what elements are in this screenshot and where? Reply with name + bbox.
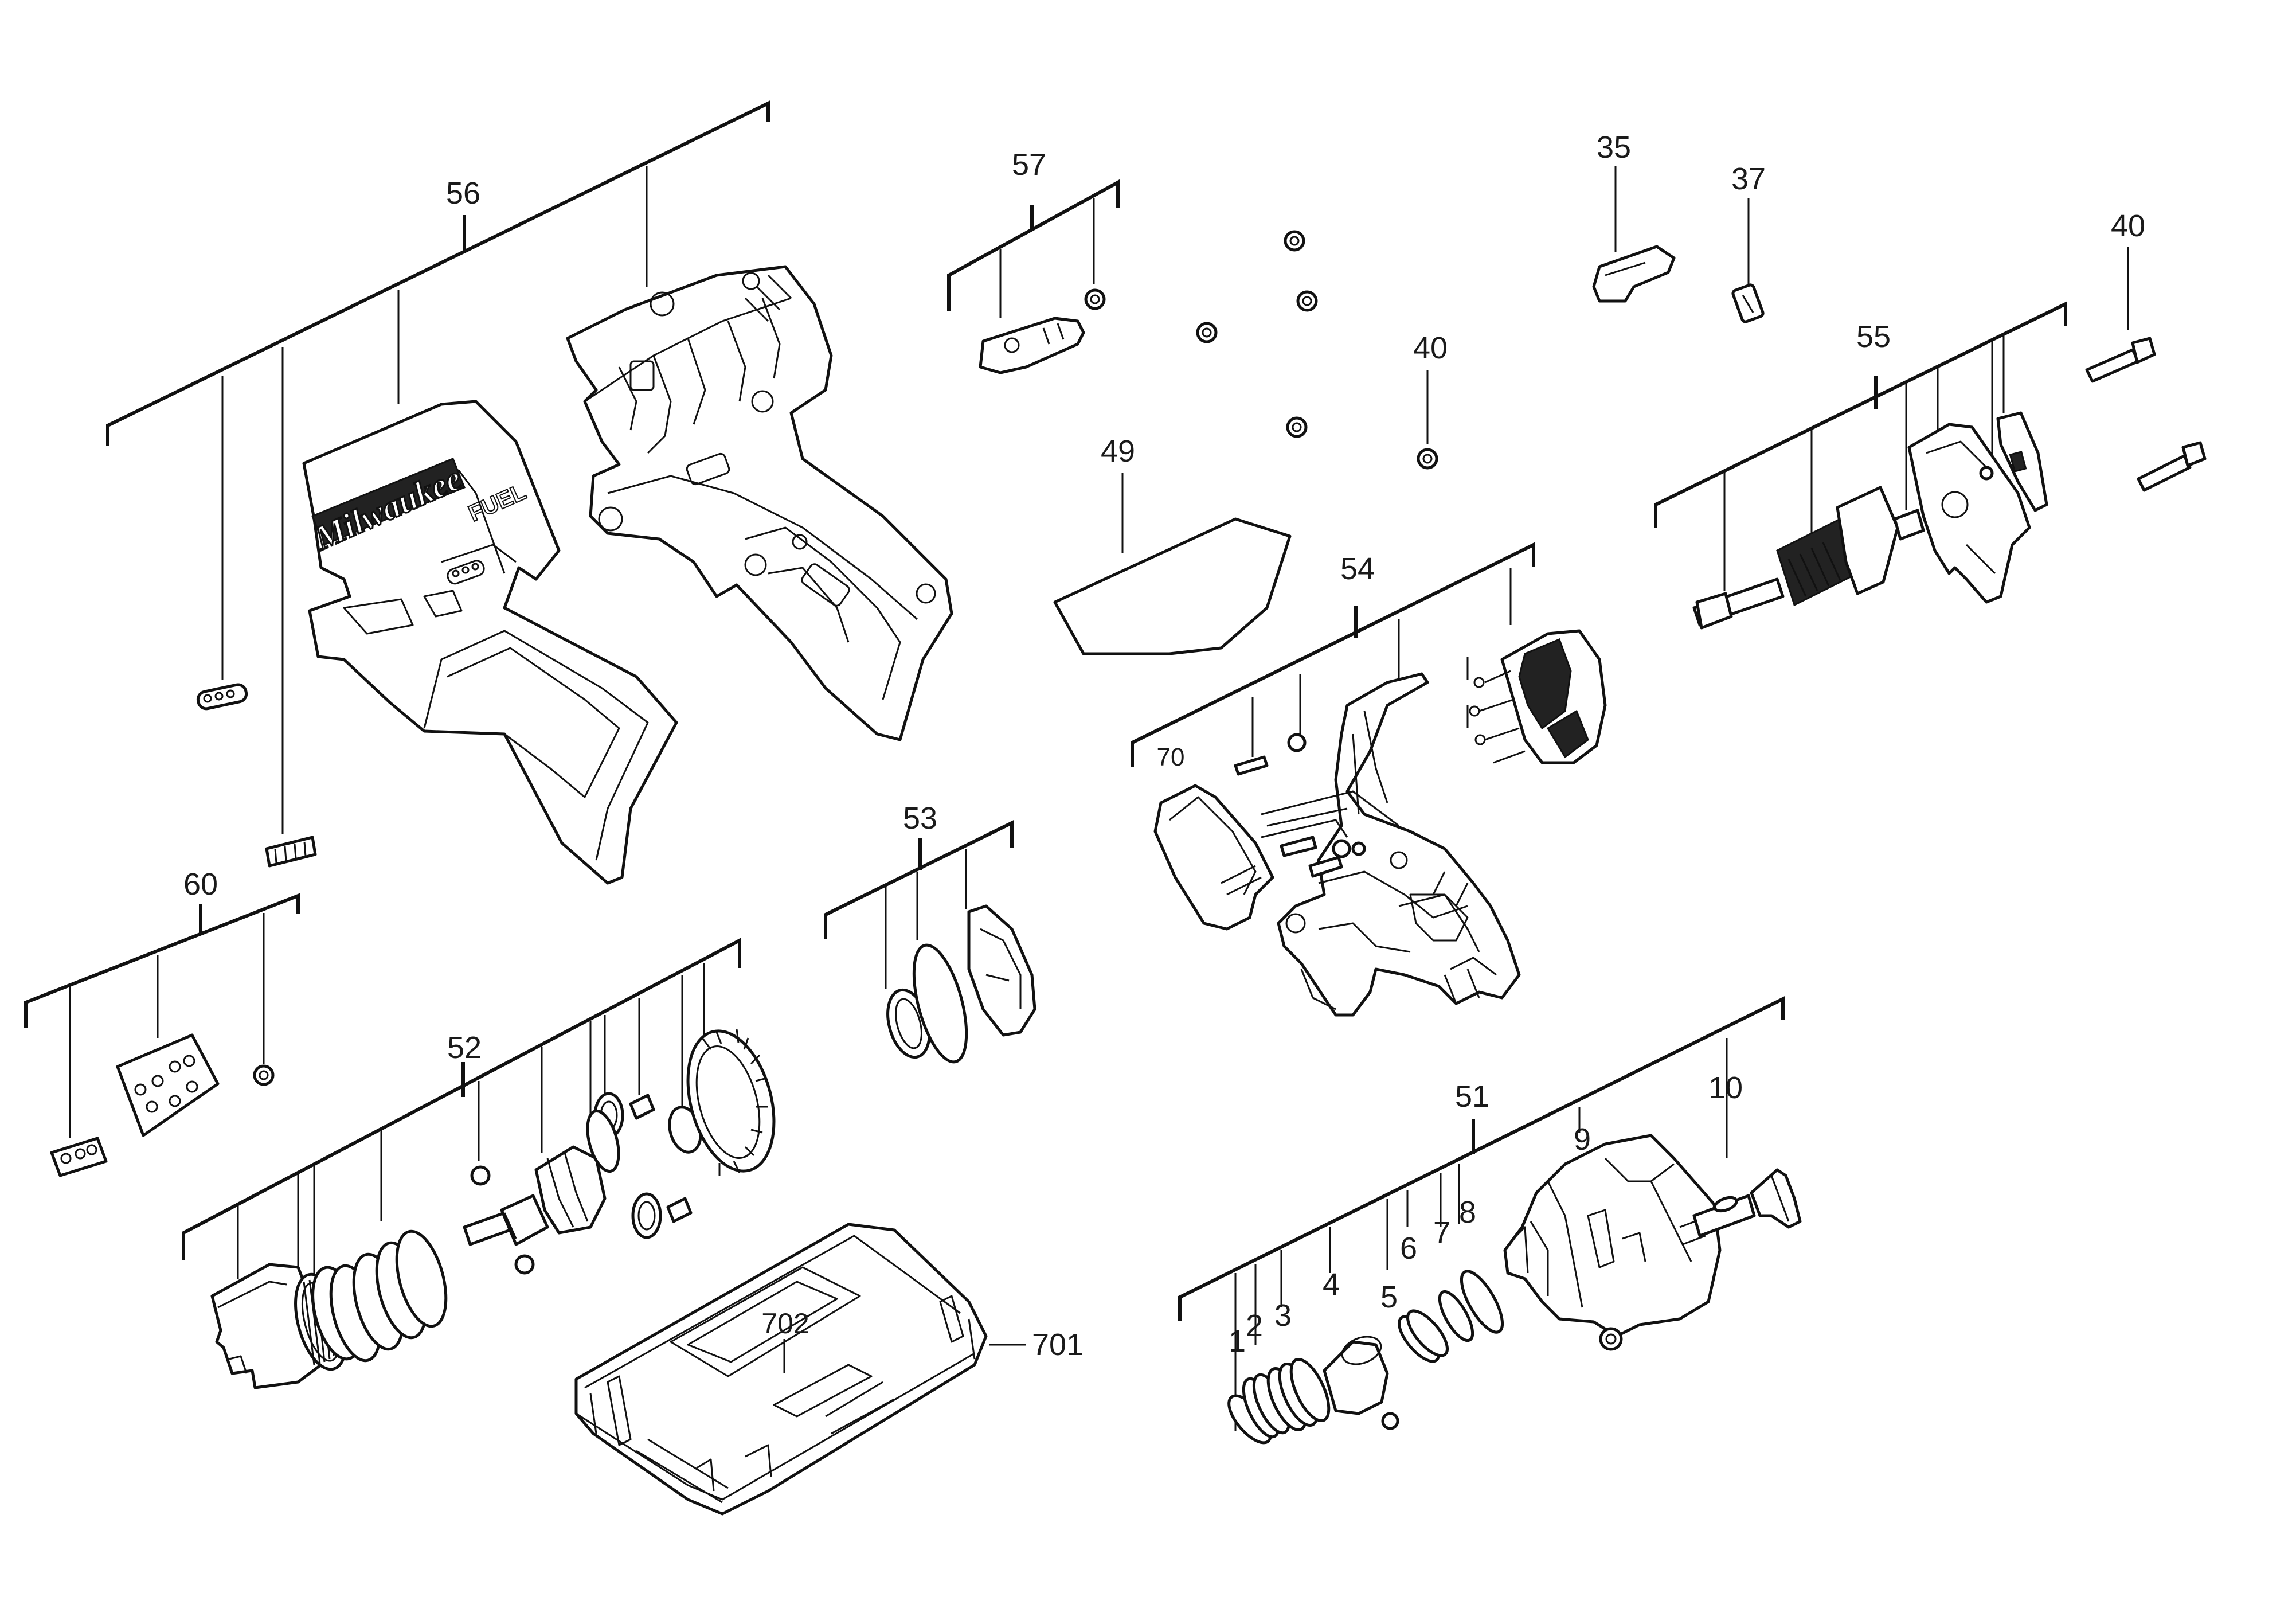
callout-55: 55 [1856,319,1891,354]
bearing-plate-53 [967,904,1036,1037]
spindle [463,1145,607,1246]
motor-frame [1261,672,1521,1017]
rotor-assembly-55: 55 [1654,301,2067,630]
callout-702: 702 [761,1307,809,1340]
end-cap-70: 70 [1153,743,1274,931]
part-6-spring [1398,1309,1449,1363]
pin-52-b [666,1197,693,1223]
callout-2: 2 [1246,1309,1263,1343]
left-housing-half: Milwaukee FUEL [302,400,678,885]
contact-strip-b [265,836,317,868]
main-spring [329,1229,448,1363]
motor-electronics-assembly-54: 70 [1131,542,1607,1017]
rotor-shaft [1692,486,1925,630]
callout-4: 4 [1323,1267,1340,1302]
pad-60-small [50,1137,108,1177]
screws-40-right: 40 [2085,209,2207,492]
carry-case-701: 701 702 [574,1223,1084,1516]
part-9-gear-case [1503,1134,1722,1351]
leader-51 [1178,996,1785,1321]
impact-mechanism-52: 52 [182,938,776,1389]
callout-49: 49 [1101,434,1135,469]
housing-assembly-56: Milwaukee FUEL [106,100,953,885]
loose-screws [1196,230,1318,438]
leader-60 [24,893,300,1028]
callout-56: 56 [446,176,480,210]
callout-1: 1 [1229,1324,1246,1358]
right-housing-half [566,265,953,741]
callout-9: 9 [1574,1122,1591,1157]
callout-57: 57 [1012,147,1046,182]
ring-gear [686,1029,776,1176]
callout-51: 51 [1455,1079,1489,1114]
belt-clip-assembly-57: 57 [947,147,1120,374]
screw-60 [253,1064,275,1086]
pad-60-large [116,1033,220,1137]
contact-strip-a [196,683,248,710]
callout-40-mid: 40 [1413,331,1448,365]
stator [1466,629,1607,764]
part-4-sleeve [1323,1336,1389,1415]
sensor-board [1979,411,2048,512]
ball-52-a [470,1165,491,1186]
part-8-ring [1460,1270,1504,1334]
part-3-spring [1266,1357,1331,1432]
callout-10: 10 [1708,1071,1743,1105]
callout-8: 8 [1459,1195,1476,1229]
end-plate [1907,423,2031,604]
callout-37: 37 [1731,162,1766,196]
part-5-ball [1381,1412,1399,1430]
callout-52: 52 [447,1030,482,1065]
callout-40-right: 40 [2111,209,2145,243]
leader-54 [1131,542,1535,767]
callout-60: 60 [183,867,218,901]
screw-54-a [1234,755,1269,776]
callout-701: 701 [1032,1328,1084,1362]
callout-7: 7 [1433,1216,1450,1250]
ball-52-b [514,1254,535,1275]
part-35: 35 [1592,130,1676,303]
label-plate-49: 49 [1053,434,1292,655]
callout-54: 54 [1340,552,1375,586]
callout-70: 70 [1157,743,1185,771]
part-10-anvil [1692,1168,1802,1237]
callout-6: 6 [1400,1231,1417,1266]
callout-53: 53 [903,801,937,836]
pin-52-a [629,1094,655,1120]
part-group-53: 53 [824,801,1036,1064]
part-7-ring [1438,1290,1474,1342]
o-ring-52 [586,1109,620,1173]
screw-40-mid: 40 [1413,331,1448,470]
nut-54 [1287,733,1307,752]
callout-3: 3 [1274,1298,1292,1333]
planet-gear-b [631,1192,662,1239]
callout-35: 35 [1597,130,1631,165]
part-group-60: 60 [24,867,300,1177]
front-assembly-51: 51 10 9 8 7 6 5 4 3 2 1 [1178,996,1802,1445]
leader-55 [1654,301,2067,528]
leader-56 [106,100,770,446]
hammer-case [210,1263,323,1389]
pin-37: 37 [1731,162,1766,323]
o-ring-53 [912,943,968,1064]
callout-5: 5 [1380,1280,1398,1314]
